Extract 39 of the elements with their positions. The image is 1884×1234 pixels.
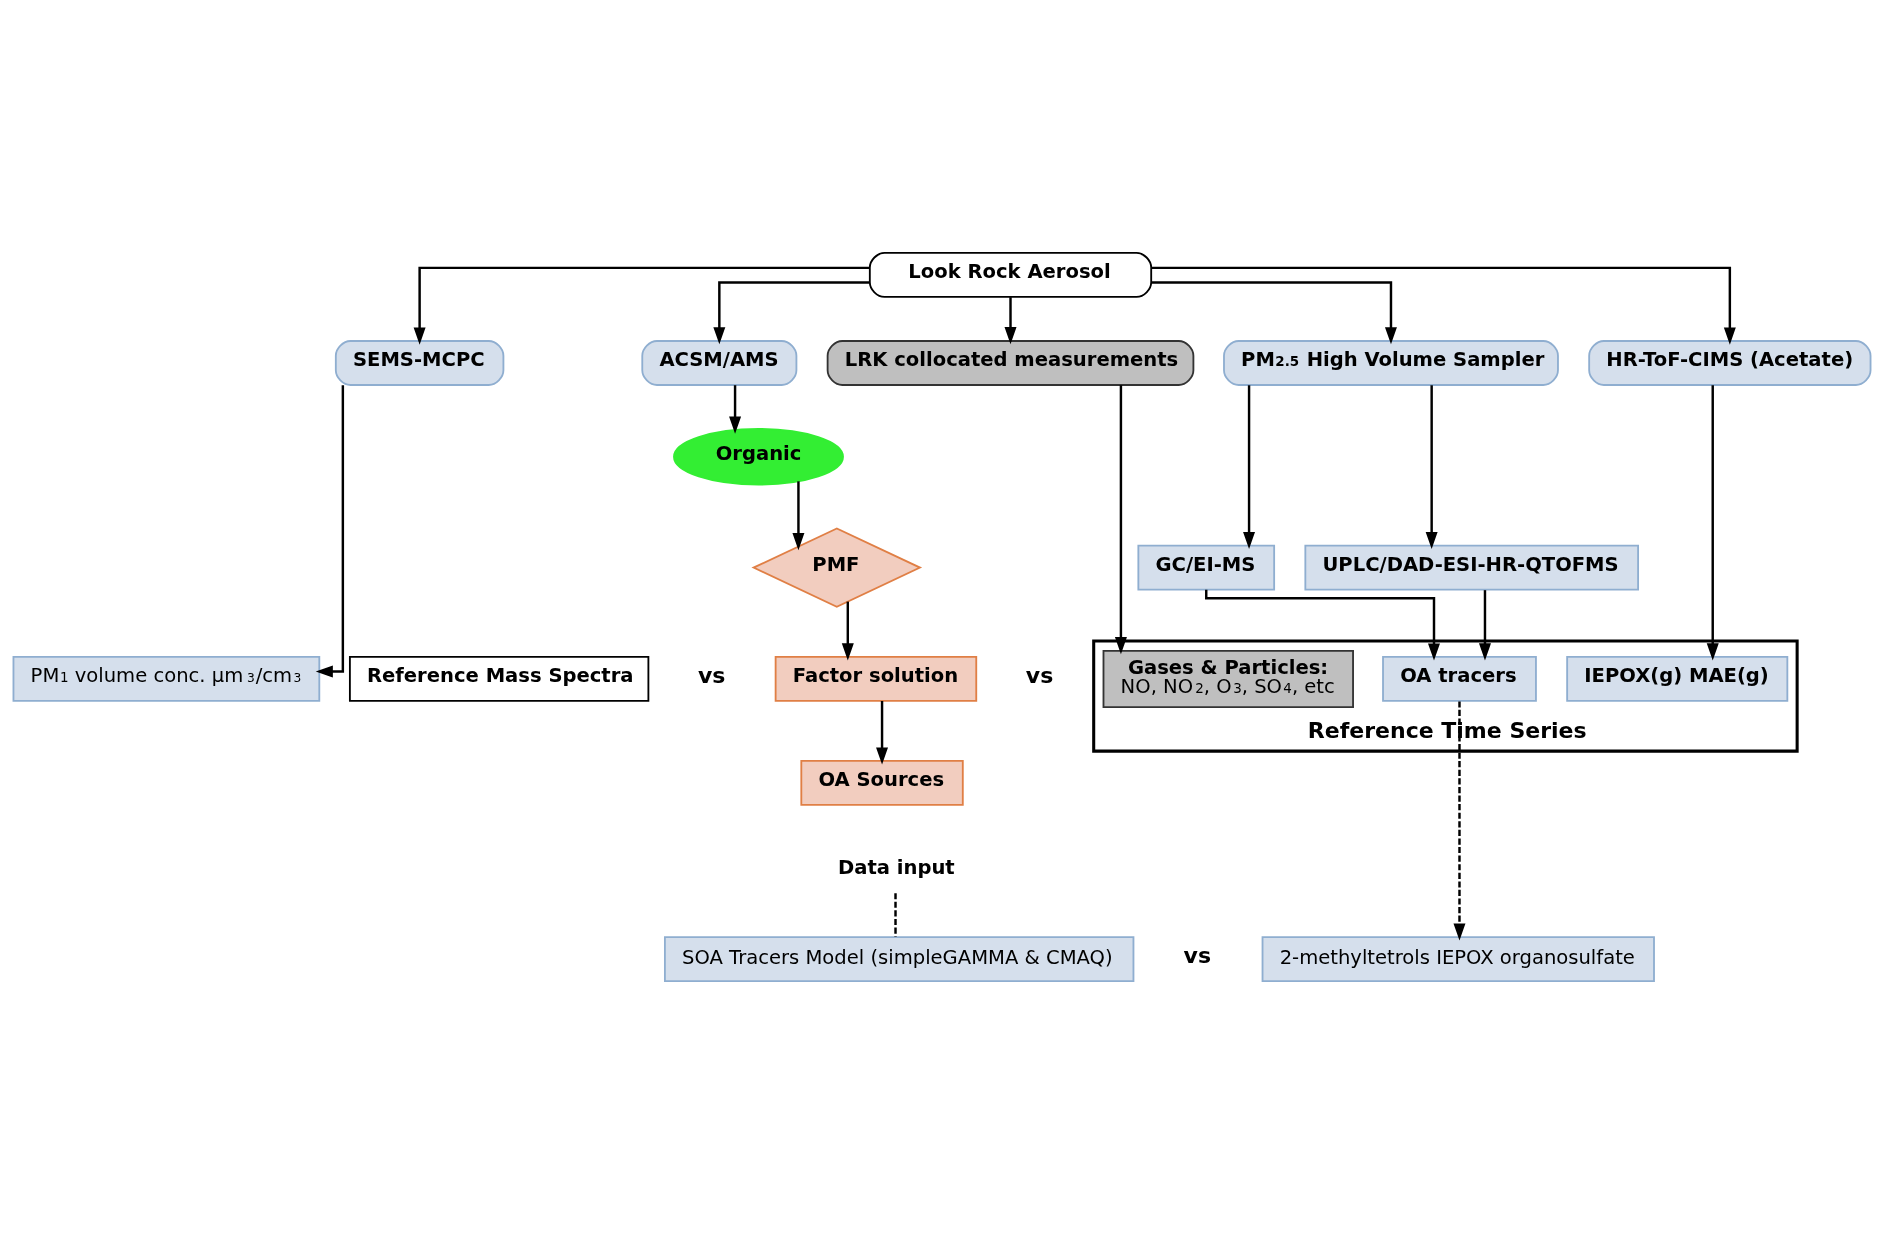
node-box: SOA Tracers Model (simpleGAMMA & CMAQ) (664, 936, 1135, 983)
arrow (1114, 385, 1127, 655)
connector (894, 893, 897, 937)
node-ellipse: Organic (673, 427, 844, 486)
arrow (413, 266, 870, 345)
arrow (729, 385, 742, 434)
arrow (713, 281, 870, 345)
arrow (1453, 701, 1466, 941)
arrow (1151, 266, 1736, 345)
label: vs (1183, 943, 1212, 969)
node-box: LRK collocated measurements (826, 340, 1195, 386)
label: vs (1025, 663, 1054, 689)
node-box: GC/EI-MS (1137, 544, 1276, 591)
node-box: Look Rock Aerosol (868, 251, 1153, 298)
arrow (876, 701, 889, 765)
node-box: ACSM/AMS (641, 340, 798, 386)
node-box: 2-methyltetrols IEPOX organosulfate (1261, 936, 1655, 983)
arrow (1205, 589, 1440, 661)
arrow (792, 481, 805, 551)
arrow (1243, 385, 1256, 550)
arrow (841, 601, 854, 661)
node-box: OA Sources (800, 760, 964, 806)
arrow (1425, 385, 1438, 550)
node-box: HR-ToF-CIMS (Acetate) (1588, 340, 1872, 386)
node-box: Factor solution (774, 656, 978, 702)
arrow (315, 385, 345, 678)
node-diamond: PMF (751, 527, 923, 608)
node-box: IEPOX(g) MAE(g) (1566, 656, 1789, 702)
node-text: Data input (838, 856, 955, 880)
node-box: PM2.5 High Volume Sampler (1223, 340, 1559, 386)
label: vs (697, 663, 726, 689)
arrow (1151, 281, 1397, 345)
arrow (1706, 385, 1719, 661)
node-box: SEMS-MCPC (334, 340, 505, 386)
arrow (1004, 297, 1017, 345)
node-box: Reference Mass Spectra (348, 656, 650, 702)
arrow (1478, 590, 1491, 661)
node-box: UPLC/DAD-ESI-HR-QTOFMS (1304, 544, 1639, 591)
node-box: OA tracers (1382, 656, 1537, 702)
